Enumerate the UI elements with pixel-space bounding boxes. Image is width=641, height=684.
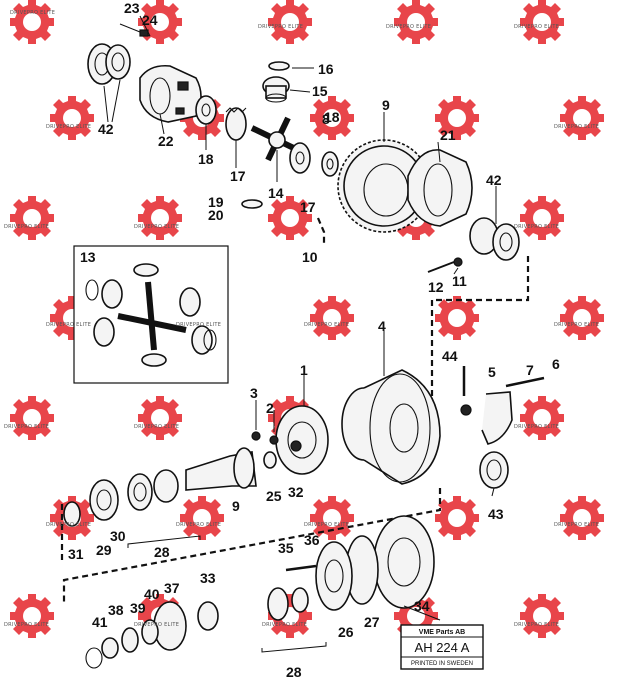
label-42-right: 42 [486, 172, 502, 188]
label-1: 1 [300, 362, 308, 378]
label-10: 10 [302, 249, 318, 265]
label-26: 26 [338, 624, 354, 640]
svg-text:DRIVEPRO ELITE: DRIVEPRO ELITE [46, 124, 91, 130]
label-28-lower: 28 [286, 664, 302, 680]
label-4: 4 [378, 318, 386, 334]
svg-text:DRIVEPRO ELITE: DRIVEPRO ELITE [134, 424, 179, 430]
svg-text:DRIVEPRO ELITE: DRIVEPRO ELITE [4, 224, 49, 230]
label-39: 39 [130, 600, 146, 616]
label-37: 37 [164, 580, 180, 596]
label-35: 35 [278, 540, 294, 556]
label-9: 9 [382, 97, 390, 113]
label-5: 5 [488, 364, 496, 380]
label-12: 12 [428, 279, 444, 295]
label-20: 20 [208, 207, 224, 223]
label-11: 11 [452, 273, 467, 289]
lower-flange-group [85, 515, 435, 669]
label-19: 19 [208, 194, 224, 210]
label-28: 28 [154, 544, 170, 560]
svg-text:DRIVEPRO ELITE: DRIVEPRO ELITE [514, 224, 559, 230]
label-40: 40 [144, 586, 160, 602]
label-36: 36 [304, 532, 320, 548]
label-22: 22 [158, 133, 174, 149]
svg-text:DRIVEPRO ELITE: DRIVEPRO ELITE [10, 10, 55, 16]
svg-text:DRIVEPRO ELITE: DRIVEPRO ELITE [176, 322, 221, 328]
svg-text:DRIVEPRO ELITE: DRIVEPRO ELITE [386, 24, 431, 30]
svg-text:DRIVEPRO ELITE: DRIVEPRO ELITE [46, 522, 91, 528]
svg-text:DRIVEPRO ELITE: DRIVEPRO ELITE [554, 522, 599, 528]
drive-hub-group [60, 256, 545, 604]
stamp-code: AH 224 A [415, 640, 470, 655]
label-14: 14 [268, 185, 284, 201]
watermark-text-layer: DRIVEPRO ELITE DRIVEPRO ELITE DRIVEPRO E… [4, 10, 599, 628]
stamp-brand: VME Parts AB [419, 629, 465, 636]
label-31: 31 [68, 546, 84, 562]
label-42: 42 [98, 121, 114, 137]
svg-text:DRIVEPRO ELITE: DRIVEPRO ELITE [514, 622, 559, 628]
svg-text:DRIVEPRO ELITE: DRIVEPRO ELITE [304, 322, 349, 328]
label-15: 15 [312, 83, 328, 99]
label-43: 43 [488, 506, 504, 522]
svg-text:DRIVEPRO ELITE: DRIVEPRO ELITE [514, 424, 559, 430]
label-13: 13 [80, 249, 96, 265]
svg-text:DRIVEPRO ELITE: DRIVEPRO ELITE [46, 322, 91, 328]
label-33: 33 [200, 570, 216, 586]
svg-text:DRIVEPRO ELITE: DRIVEPRO ELITE [258, 24, 303, 30]
label-17: 17 [230, 168, 246, 184]
label-38: 38 [108, 602, 124, 618]
svg-text:DRIVEPRO ELITE: DRIVEPRO ELITE [134, 224, 179, 230]
label-3: 3 [250, 385, 258, 401]
svg-text:DRIVEPRO ELITE: DRIVEPRO ELITE [304, 522, 349, 528]
svg-text:DRIVEPRO ELITE: DRIVEPRO ELITE [514, 24, 559, 30]
label-2: 2 [266, 400, 274, 416]
svg-text:DRIVEPRO ELITE: DRIVEPRO ELITE [4, 424, 49, 430]
label-6: 6 [552, 356, 560, 372]
label-34: 34 [414, 598, 430, 614]
label-25: 25 [266, 488, 282, 504]
svg-text:DRIVEPRO ELITE: DRIVEPRO ELITE [554, 124, 599, 130]
label-16: 16 [318, 61, 334, 77]
svg-text:DRIVEPRO ELITE: DRIVEPRO ELITE [262, 622, 307, 628]
label-8: 8 [322, 111, 330, 127]
label-9-lower: 9 [232, 498, 240, 514]
svg-text:DRIVEPRO ELITE: DRIVEPRO ELITE [4, 622, 49, 628]
label-18: 18 [198, 151, 214, 167]
svg-text:DRIVEPRO ELITE: DRIVEPRO ELITE [554, 322, 599, 328]
label-29: 29 [96, 542, 112, 558]
label-24: 24 [142, 12, 158, 28]
label-23: 23 [124, 0, 140, 16]
catalog-stamp: VME Parts AB AH 224 A PRINTED IN SWEDEN [400, 624, 484, 670]
label-30: 30 [110, 528, 126, 544]
label-7: 7 [526, 362, 534, 378]
label-27: 27 [364, 614, 380, 630]
label-21: 21 [440, 127, 456, 143]
label-18-right: 18 [324, 109, 340, 125]
svg-text:DRIVEPRO ELITE: DRIVEPRO ELITE [176, 522, 221, 528]
label-41: 41 [92, 614, 108, 630]
part-number-labels: 1 2 3 4 5 6 7 8 9 9 10 11 12 13 14 15 16… [68, 0, 560, 680]
label-17-right: 17 [300, 199, 316, 215]
label-32: 32 [288, 484, 304, 500]
leader-lines [103, 15, 497, 621]
label-44: 44 [442, 348, 458, 364]
stamp-footer: PRINTED IN SWEDEN [411, 661, 473, 667]
svg-text:DRIVEPRO ELITE: DRIVEPRO ELITE [134, 622, 179, 628]
inset-spider-gear-box [73, 245, 229, 384]
